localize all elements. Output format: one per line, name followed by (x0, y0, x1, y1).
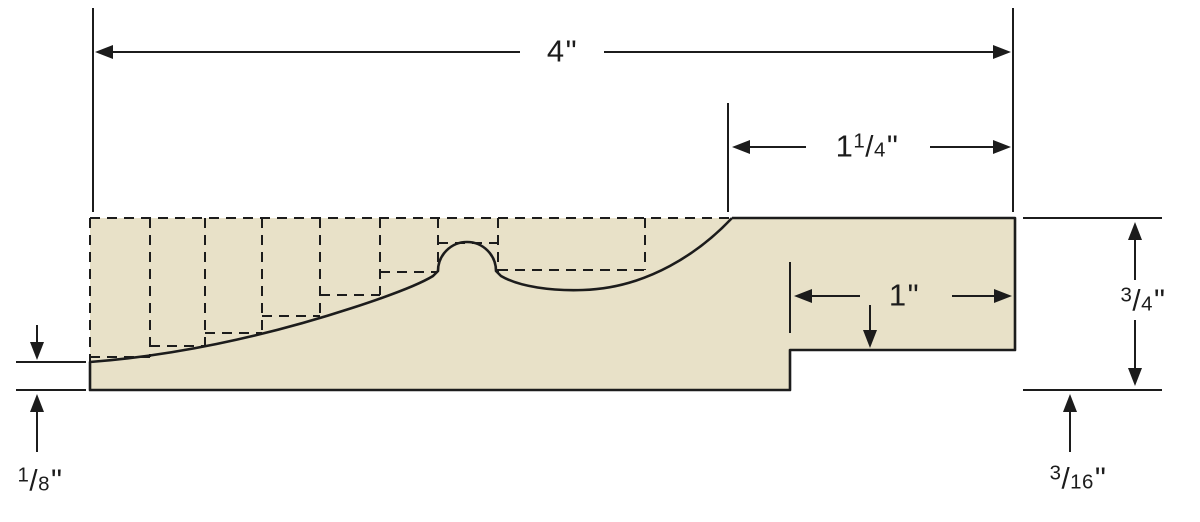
arrowhead-1in-right (994, 289, 1012, 303)
dimension-label-thickness: 3/4" (1121, 284, 1166, 315)
dim-fraction-numerator: 1 (853, 129, 866, 153)
dim-fraction-slash: / (1061, 462, 1071, 496)
arrowhead-4in-right (993, 45, 1011, 59)
dimension-arrowheads (30, 45, 1142, 412)
arrowhead-1-1-4in-left (732, 140, 750, 154)
dimension-label-overall-width: 4" (547, 35, 577, 66)
dimension-arrow-shafts (36, 51, 1136, 452)
dimension-label-left-edge-thickness: 1/8" (18, 464, 63, 495)
dim-whole: 1 (888, 277, 907, 313)
arrowhead-3-4in-up (1128, 222, 1142, 240)
dim-unit: " (1094, 460, 1107, 496)
arrowhead-1-8in-down (30, 342, 44, 360)
extension-lines (16, 8, 1162, 391)
dim-unit: " (565, 33, 578, 69)
dim-unit: " (1153, 282, 1166, 318)
arrowhead-4in-left (95, 45, 113, 59)
molding-profile-outline (88, 216, 1017, 392)
dim-unit: " (886, 128, 899, 164)
dim-unit: " (50, 462, 63, 498)
dim-fraction-slash: / (865, 130, 874, 164)
dim-fraction-slash: / (29, 464, 39, 498)
dimension-lines (16, 8, 1162, 452)
dim-fraction-slash: / (1132, 284, 1142, 318)
dim-unit: " (907, 277, 920, 313)
arrowhead-1-1-4in-right (993, 140, 1011, 154)
dim-fraction-denominator: 4 (873, 138, 886, 162)
arrowhead-3-16in-down (863, 330, 877, 348)
dim-fraction-denominator: 4 (1141, 292, 1153, 316)
step-cut-dashed-lines (89, 217, 732, 362)
dim-whole: 1 (835, 128, 854, 164)
dimension-label-rabbet-width: 1" (889, 279, 919, 310)
arrowhead-3-4in-down (1128, 368, 1142, 386)
molding-material-fill (90, 218, 1015, 390)
dimension-label-rabbet-depth: 3/16" (1050, 462, 1107, 493)
arrowhead-1in-left (794, 289, 812, 303)
dim-fraction-denominator: 8 (38, 472, 50, 496)
arrowhead-1-8in-up (30, 394, 44, 412)
arrowhead-3-16in-up (1063, 394, 1077, 412)
dim-fraction-numerator: 3 (1049, 461, 1062, 485)
dim-whole: 4 (546, 33, 565, 69)
dimension-label-upper-right-width: 11/4" (836, 130, 899, 161)
dim-fraction-numerator: 1 (17, 463, 30, 487)
dim-fraction-denominator: 16 (1070, 470, 1094, 494)
dim-fraction-numerator: 3 (1120, 283, 1133, 307)
